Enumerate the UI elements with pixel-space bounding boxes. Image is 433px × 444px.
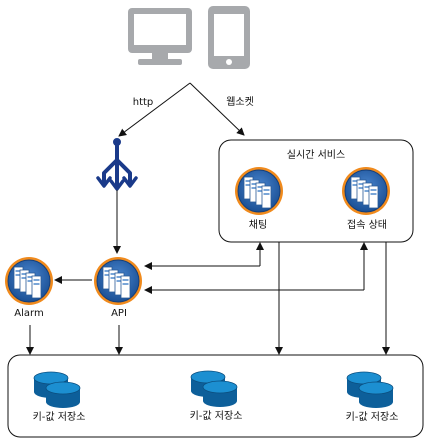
load-balancer-icon (96, 138, 138, 191)
api-server-label: API (111, 308, 127, 319)
server-icon (342, 167, 390, 215)
chat-server-label: 채팅 (248, 220, 268, 231)
alarm-server-label: Alarm (14, 308, 44, 319)
edge-websocket (189, 82, 245, 136)
desktop-icon (128, 8, 192, 65)
database-icon (346, 371, 394, 408)
database-icon (33, 371, 81, 408)
mobile-icon (208, 6, 250, 69)
storage-label-2: 키-값 저장소 (189, 411, 243, 422)
edge-label-http: http (132, 97, 154, 108)
storage-label-1: 키-값 저장소 (32, 412, 86, 423)
edge-http (118, 82, 191, 137)
realtime-group-title: 실시간 서비스 (286, 150, 346, 161)
database-icon (190, 370, 238, 407)
presence-server-label: 접속 상태 (347, 220, 387, 231)
server-icon (235, 167, 283, 215)
edge-api-presence (144, 242, 368, 294)
realtime-service-group (218, 139, 414, 243)
edge-label-websocket: 웹소켓 (226, 97, 254, 108)
edge-api-chat (144, 242, 264, 270)
server-icon (94, 257, 142, 305)
server-icon (5, 257, 53, 305)
storage-label-3: 키-값 저장소 (345, 412, 399, 423)
